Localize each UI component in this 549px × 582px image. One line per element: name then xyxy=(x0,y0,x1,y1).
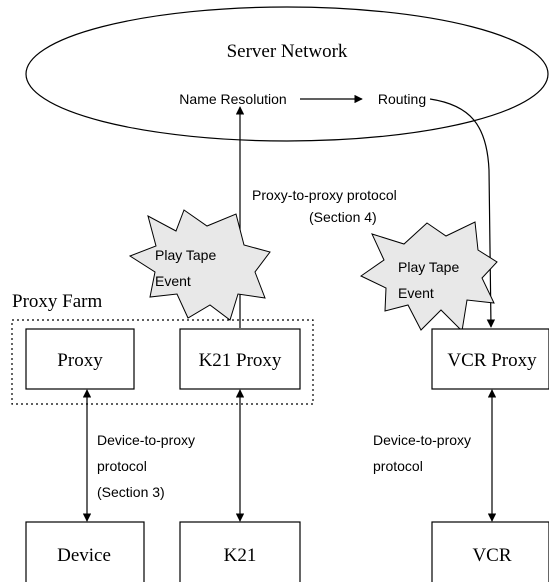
proxy-farm-boundary xyxy=(11,319,314,405)
vcr-label: VCR xyxy=(472,545,511,566)
routing-label: Routing xyxy=(378,91,426,107)
server-network-ellipse xyxy=(25,6,549,142)
device-box xyxy=(25,521,145,582)
k21-proxy-label: K21 Proxy xyxy=(199,350,282,371)
proxy-protocol-section: (Section 4) xyxy=(309,209,377,225)
device-protocol-left-line2: protocol xyxy=(97,458,147,474)
proxy-label: Proxy xyxy=(57,350,103,371)
proxy-protocol-label: Proxy-to-proxy protocol xyxy=(252,187,397,203)
name-resolution-label: Name Resolution xyxy=(179,91,286,107)
play-tape-event-burst-right xyxy=(360,221,498,333)
vcr-proxy-label: VCR Proxy xyxy=(447,350,537,371)
device-protocol-right-line2: protocol xyxy=(373,458,423,474)
event-left-line1: Play Tape xyxy=(155,247,216,263)
k21-box xyxy=(179,521,301,582)
device-label: Device xyxy=(57,545,111,566)
vcr-box xyxy=(431,521,549,582)
proxy-box xyxy=(25,328,135,390)
vcr-proxy-box xyxy=(431,328,549,390)
proxy-farm-label: Proxy Farm xyxy=(12,291,102,312)
event-right-line1: Play Tape xyxy=(398,259,459,275)
event-right-line2: Event xyxy=(398,285,434,301)
k21-proxy-box xyxy=(179,328,301,390)
k21-label: K21 xyxy=(224,545,257,566)
event-left-line2: Event xyxy=(155,273,191,289)
server-network-title: Server Network xyxy=(227,41,348,62)
device-protocol-right-line1: Device-to-proxy xyxy=(373,432,471,448)
device-protocol-left-line3: (Section 3) xyxy=(97,484,165,500)
device-protocol-left-line1: Device-to-proxy xyxy=(97,432,195,448)
play-tape-event-burst-left xyxy=(128,209,271,321)
routing-to-vcr-proxy-arrow xyxy=(429,98,496,328)
